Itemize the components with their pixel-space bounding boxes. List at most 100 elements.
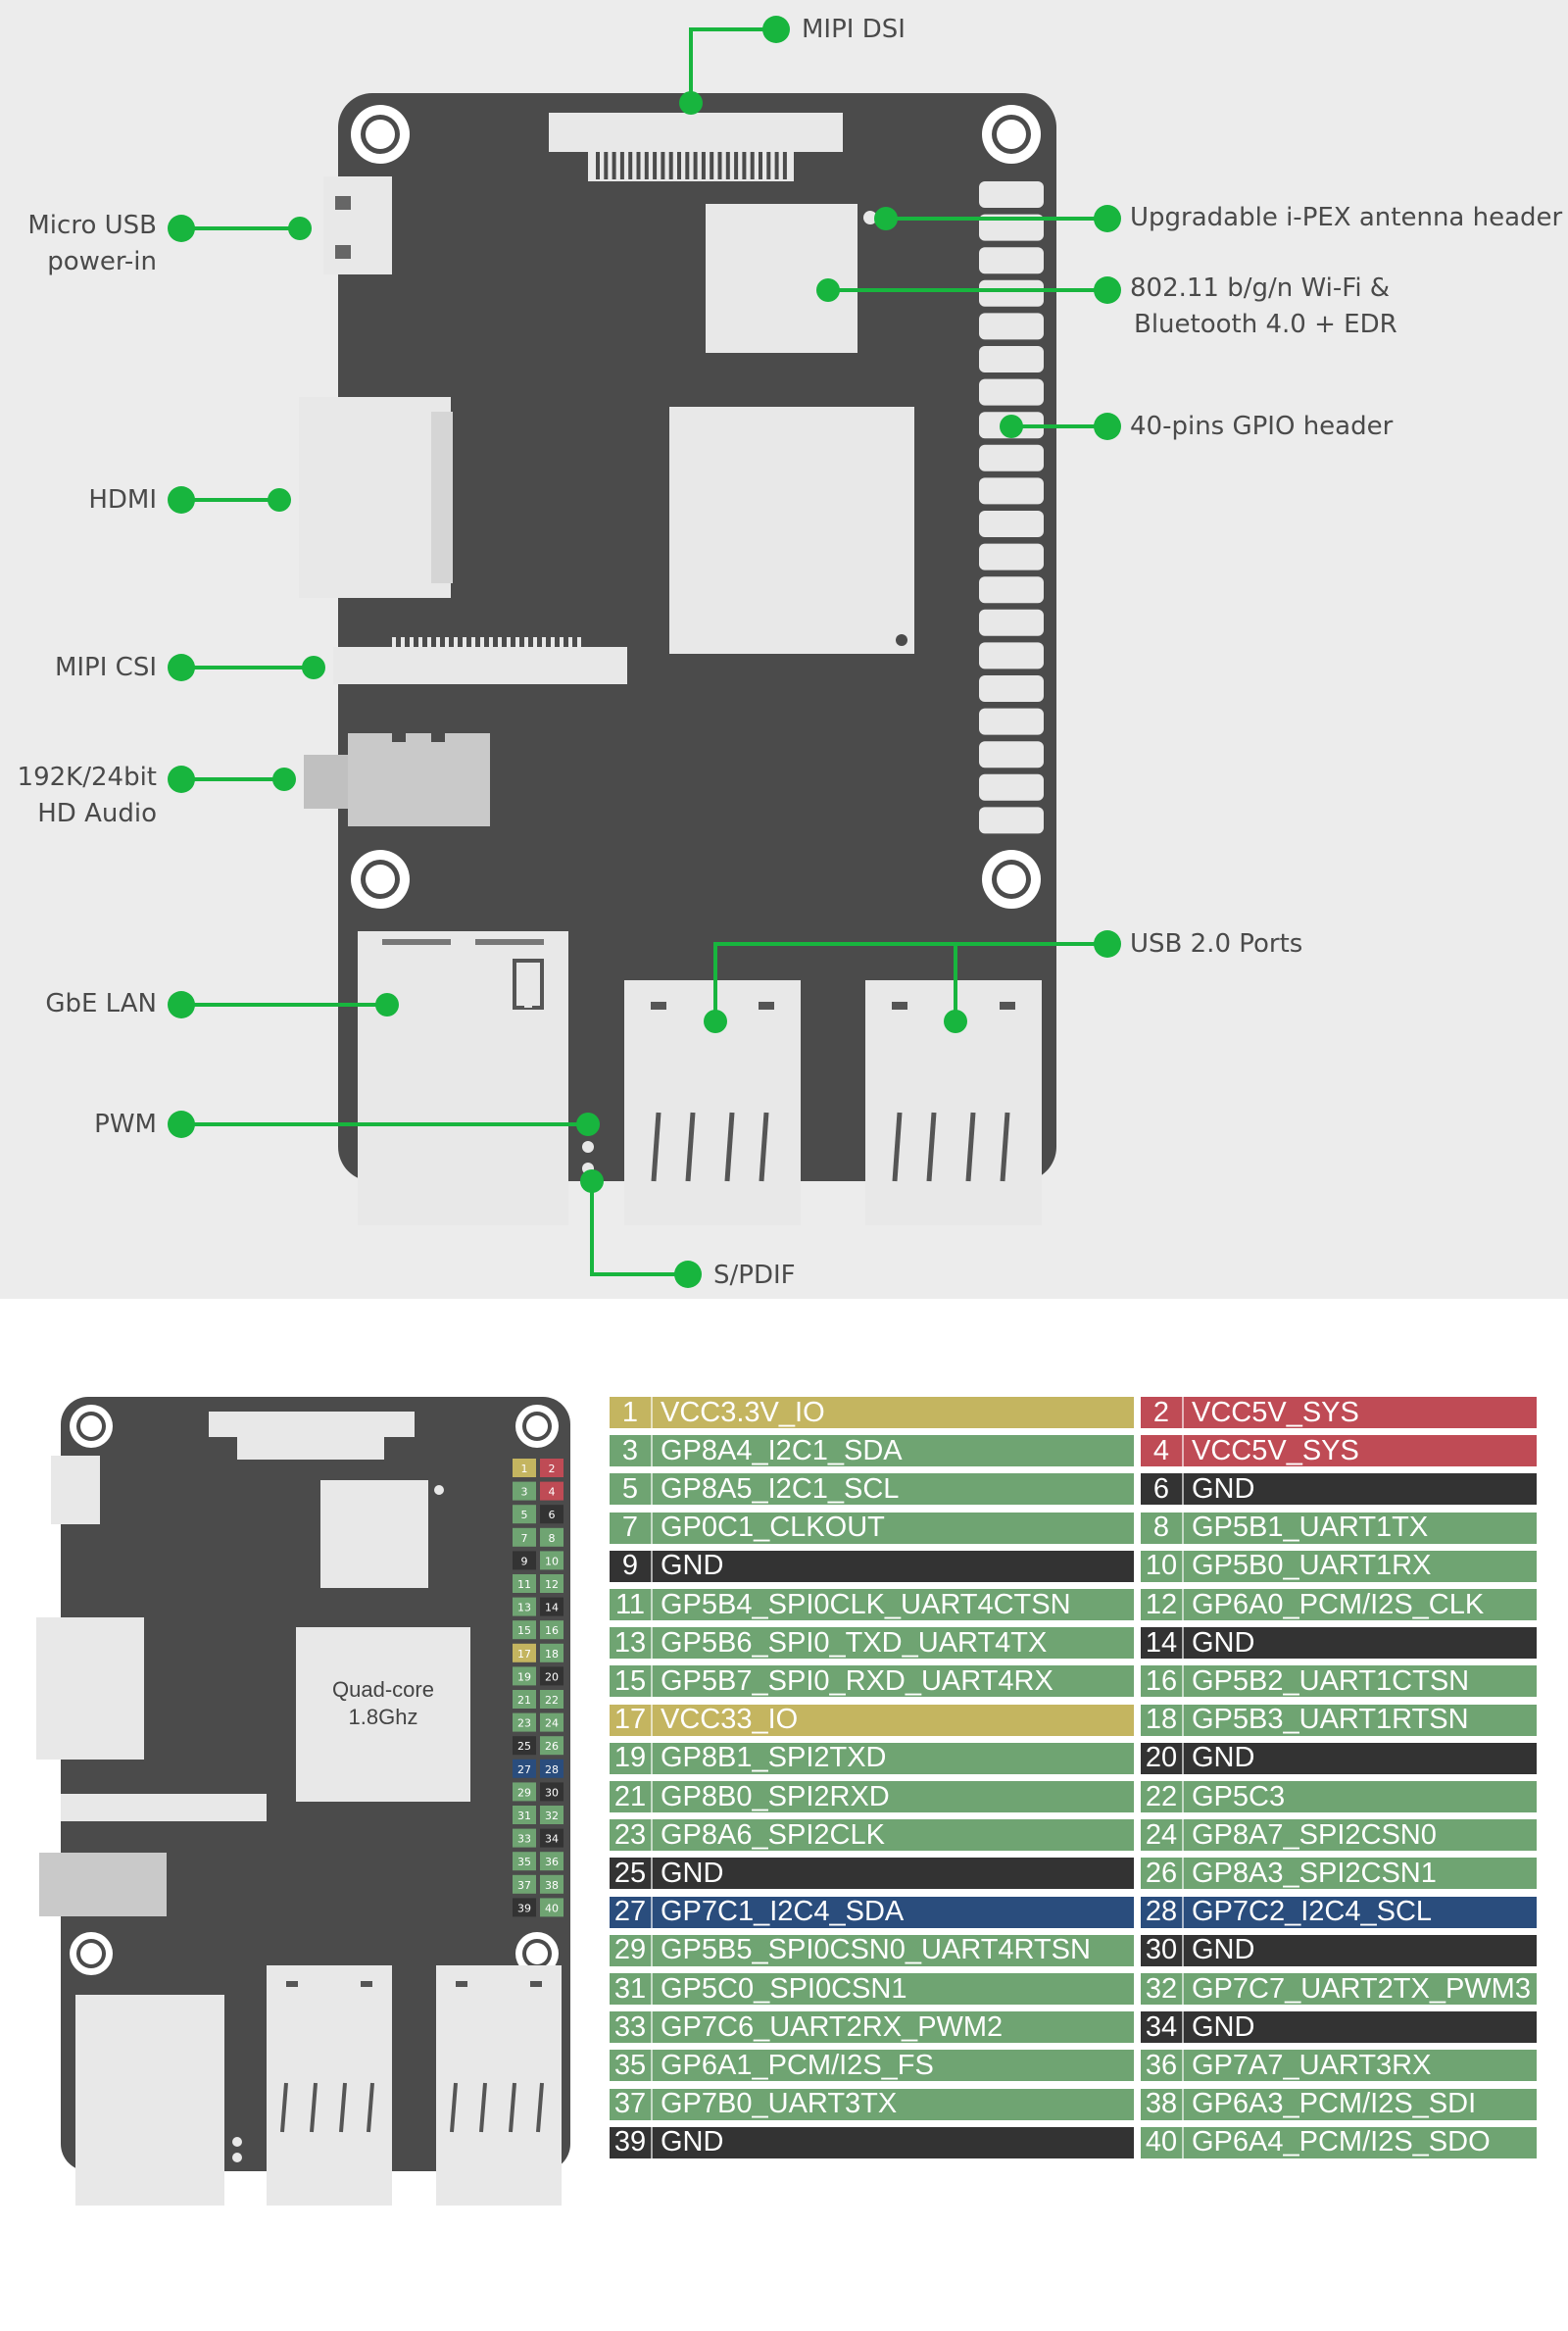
pin-number: 3: [610, 1435, 653, 1467]
callout-line: [713, 942, 1107, 1021]
pin-name: GP5B6_SPI0_TXD_UART4TX: [661, 1626, 1048, 1659]
pin-number: 19: [610, 1742, 653, 1774]
mini-pin-number: 9: [521, 1555, 528, 1567]
mini-pin: [540, 1505, 564, 1524]
callout-dot: [944, 1010, 967, 1033]
pin-name: GP7C1_I2C4_SDA: [661, 1896, 905, 1928]
pin-name: GP6A3_PCM/I2S_SDI: [1192, 2088, 1477, 2120]
pin-name: GP5B5_SPI0CSN0_UART4RTSN: [661, 1934, 1091, 1966]
mini-pin: [513, 1736, 536, 1756]
mini-pin: [513, 1712, 536, 1732]
pin-name: GP7C6_UART2RX_PWM2: [661, 2010, 1004, 2043]
mini-pin: [540, 1527, 564, 1547]
mini-pin-number: 16: [545, 1624, 559, 1637]
mini-pin: [513, 1782, 536, 1802]
mini-pin: [513, 1574, 536, 1593]
pin-name: GP5B1_UART1TX: [1192, 1512, 1429, 1544]
mini-pin-number: 32: [545, 1810, 559, 1822]
pin-name: GND: [1192, 1626, 1255, 1659]
led: [582, 1141, 594, 1153]
soc-chip: [296, 1627, 470, 1802]
mini-pin-number: 21: [517, 1694, 531, 1707]
label-pwm: PWM: [94, 1110, 157, 1139]
mini-pin: [513, 1852, 536, 1871]
pin-name: VCC3.3V_IO: [661, 1396, 825, 1428]
pin-number: 1: [610, 1397, 653, 1428]
label-hdmi: HDMI: [88, 485, 157, 515]
pin-number: 10: [1141, 1550, 1184, 1582]
mini-pin-number: 4: [549, 1486, 556, 1499]
pin-name: GP8A5_I2C1_SCL: [661, 1472, 900, 1505]
gpio-pin-pair: [979, 741, 1044, 769]
pin-name: GP6A1_PCM/I2S_FS: [661, 2049, 934, 2081]
mini-pin: [513, 1666, 536, 1686]
pin-number: 38: [1141, 2088, 1184, 2120]
gpio-pin-pair: [979, 181, 1044, 208]
pin-name: GND: [1192, 1934, 1255, 1966]
mini-pin: [513, 1620, 536, 1640]
pin-name: GP7A7_UART3RX: [1192, 2049, 1432, 2081]
callout-dot: [168, 766, 195, 793]
gpio-pin-pair: [979, 675, 1044, 702]
label-wifi: 802.11 b/g/n Wi-Fi &Bluetooth 4.0 + EDR: [1130, 273, 1397, 339]
gpio-pin-pair: [979, 279, 1044, 307]
callout-dot: [302, 656, 325, 679]
callout-dot: [375, 993, 399, 1017]
mini-pin-number: 40: [545, 1902, 559, 1914]
mounting-hole: [515, 1932, 559, 1975]
led: [232, 2153, 242, 2162]
pin-number: 6: [1141, 1473, 1184, 1506]
label-mipi-dsi: MIPI DSI: [802, 15, 906, 44]
mini-pin: [513, 1828, 536, 1848]
mini-pin-number: 27: [517, 1763, 531, 1776]
mini-pin-number: 14: [545, 1602, 559, 1614]
callout-dot: [580, 1169, 604, 1193]
mini-pin: [540, 1620, 564, 1640]
mini-pin: [540, 1551, 564, 1570]
mini-pin: [540, 1574, 564, 1593]
gpio-pin-pair: [979, 346, 1044, 372]
mini-pin: [513, 1806, 536, 1824]
mini-pin-number: 28: [545, 1763, 559, 1776]
mounting-hole: [70, 1932, 113, 1975]
pin-number: 17: [610, 1704, 653, 1736]
gpio-pin-pair: [979, 247, 1044, 274]
pin-name: VCC5V_SYS: [1192, 1396, 1359, 1428]
pin-number: 27: [610, 1896, 653, 1928]
mini-pin: [513, 1874, 536, 1894]
callout-dot: [874, 207, 898, 230]
callout-dot: [704, 1010, 727, 1033]
pin-number: 9: [610, 1550, 653, 1582]
pin-number: 11: [610, 1589, 653, 1620]
mipi-csi-connector: [61, 1794, 267, 1821]
gpio-pin-pair: [979, 444, 1044, 471]
callout-dot: [272, 768, 296, 791]
pin-name: GND: [661, 1857, 724, 1889]
mini-pin: [540, 1806, 564, 1824]
pin-name: VCC33_IO: [661, 1704, 799, 1736]
mini-pin: [540, 1459, 564, 1477]
mini-pin-number: 36: [545, 1856, 559, 1868]
callout-dot: [1094, 276, 1121, 304]
mounting-hole: [351, 850, 410, 909]
mini-pin: [540, 1666, 564, 1686]
mipi-dsi-connector: [209, 1412, 415, 1460]
pin-name: GP8A3_SPI2CSN1: [1192, 1857, 1437, 1889]
